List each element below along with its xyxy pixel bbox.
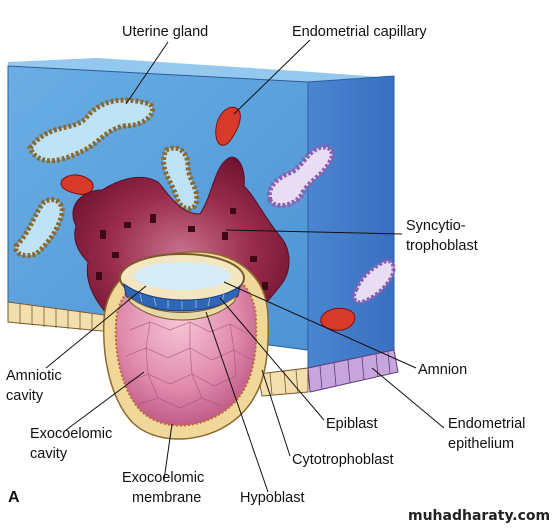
block-top-face bbox=[8, 58, 394, 84]
hypoblast-layer bbox=[126, 294, 238, 321]
label-cytotrophoblast: Cytotrophoblast bbox=[292, 452, 394, 468]
label-syncytiotrophoblast-line2: trophoblast bbox=[406, 238, 478, 254]
uterine-glands bbox=[13, 97, 396, 305]
label-epiblast: Epiblast bbox=[326, 416, 378, 432]
label-uterine-gland: Uterine gland bbox=[122, 24, 208, 40]
lacunae bbox=[96, 208, 268, 290]
leader-exocoelomic-cavity bbox=[65, 371, 145, 431]
label-amniotic-cavity-line2: cavity bbox=[6, 388, 44, 404]
panel-letter: A bbox=[8, 489, 20, 506]
endometrial-epithelium-cells bbox=[7, 301, 399, 397]
leader-epiblast bbox=[219, 297, 325, 421]
label-exocoelomic-cavity-line1: Exocoelomic bbox=[30, 426, 112, 442]
amniotic-cavity-shape bbox=[134, 262, 230, 290]
uterine-gland-1 bbox=[27, 97, 155, 164]
label-exocoelomic-cavity-line2: cavity bbox=[30, 446, 68, 462]
label-exocoelomic-membrane-line1: Exocoelomic bbox=[122, 470, 204, 486]
uterine-gland-5 bbox=[352, 259, 396, 305]
leader-exocoelomic-membrane bbox=[163, 423, 173, 481]
uterine-gland-3 bbox=[161, 145, 200, 212]
leader-uterine-gland bbox=[125, 41, 169, 105]
leader-endometrial-epithelium bbox=[371, 367, 445, 429]
endometrial-capillaries bbox=[60, 106, 356, 331]
side-epithelium bbox=[307, 349, 399, 393]
label-endometrial-capillary: Endometrial capillary bbox=[292, 24, 427, 40]
bilaminar-disc bbox=[119, 253, 245, 321]
leader-amniotic-cavity bbox=[45, 285, 147, 369]
leader-syncytiotrophoblast bbox=[225, 229, 403, 235]
uterine-gland-4 bbox=[266, 144, 335, 209]
leader-lines bbox=[45, 39, 445, 493]
label-hypoblast: Hypoblast bbox=[240, 490, 304, 506]
capillary-3 bbox=[320, 307, 356, 331]
label-endometrial-epithelium-line1: Endometrial bbox=[448, 416, 525, 432]
capillary-1 bbox=[215, 106, 241, 146]
labels: Uterine gland Endometrial capillary Sync… bbox=[6, 24, 550, 524]
label-syncytiotrophoblast-line1: Syncytio- bbox=[406, 218, 466, 234]
label-amniotic-cavity-line1: Amniotic bbox=[6, 368, 62, 384]
watermark-text: muhadharaty.com bbox=[408, 508, 550, 524]
exocoelomic-membrane-cells bbox=[125, 321, 253, 409]
epiblast-layer bbox=[123, 282, 241, 312]
leader-amnion bbox=[223, 281, 417, 369]
leader-endometrial-capillary bbox=[233, 39, 311, 115]
leader-hypoblast bbox=[205, 311, 269, 493]
label-exocoelomic-membrane-line2: membrane bbox=[132, 490, 201, 506]
leader-cytotrophoblast bbox=[261, 369, 291, 457]
uterine-gland-2 bbox=[13, 197, 65, 259]
label-endometrial-epithelium-line2: epithelium bbox=[448, 436, 514, 452]
label-amnion: Amnion bbox=[418, 362, 467, 378]
